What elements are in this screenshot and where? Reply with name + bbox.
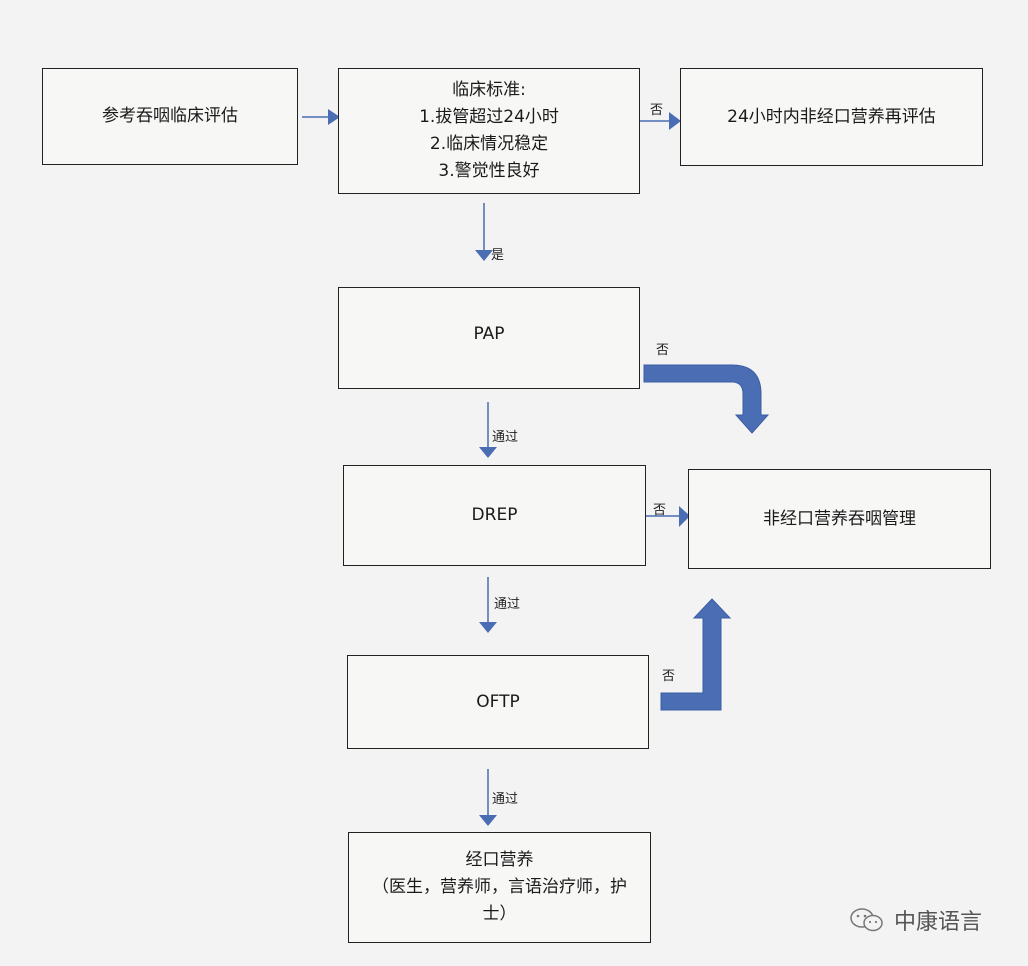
- edge-label-oftp-pass: 通过: [492, 792, 519, 807]
- node-label: 参考吞咽临床评估: [102, 106, 238, 126]
- watermark: 中康语言: [848, 904, 982, 936]
- node-non-oral: 非经口营养吞咽管理: [688, 469, 991, 569]
- arrow-pap-to-drep: [479, 402, 497, 458]
- node-oral: 经口营养 （医生，营养师，言语治疗师，护士）: [348, 832, 651, 943]
- node-label: DREP: [471, 505, 518, 525]
- arrow-criteria-to-reassess: [640, 112, 681, 130]
- arrow-pap-to-nonoral: [643, 364, 770, 434]
- edge-label-criteria-no: 否: [650, 103, 664, 118]
- oral-title: 经口营养: [465, 850, 534, 870]
- edge-label-drep-no: 否: [653, 503, 667, 518]
- node-criteria: 临床标准: 1.拔管超过24小时 2.临床情况稳定 3.警觉性良好: [338, 68, 640, 194]
- criteria-item: 2.临床情况稳定: [429, 134, 549, 154]
- node-label: 24小时内非经口营养再评估: [727, 106, 936, 127]
- oral-detail: （医生，营养师，言语治疗师，护士）: [372, 877, 627, 924]
- criteria-item: 3.警觉性良好: [438, 161, 540, 181]
- edge-label-pap-no: 否: [656, 343, 670, 358]
- arrow-oftp-to-nonoral: [660, 598, 732, 711]
- criteria-item: 1.拔管超过24小时: [419, 107, 559, 127]
- node-reassess: 24小时内非经口营养再评估: [680, 68, 983, 166]
- arrow-oftp-to-oral: [479, 769, 497, 826]
- criteria-title: 临床标准:: [452, 80, 526, 100]
- node-drep: DREP: [343, 465, 646, 566]
- arrow-drep-to-oftp: [479, 577, 497, 633]
- node-label: PAP: [473, 323, 505, 344]
- node-label: 非经口营养吞咽管理: [763, 508, 916, 529]
- arrow-criteria-to-pap: [475, 203, 493, 261]
- edge-label-pap-pass: 通过: [492, 430, 519, 445]
- arrow-assessment-to-criteria: [302, 109, 340, 125]
- arrow-drep-to-nonoral: [645, 506, 690, 527]
- node-clinical-assessment: 参考吞咽临床评估: [42, 68, 298, 165]
- edge-label-criteria-yes: 是: [491, 248, 505, 263]
- node-pap: PAP: [338, 287, 640, 389]
- node-label: OFTP: [476, 691, 520, 712]
- node-oftp: OFTP: [347, 655, 649, 749]
- wechat-icon: [850, 908, 883, 932]
- watermark-text: 中康语言: [894, 910, 983, 935]
- edge-label-oftp-no: 否: [662, 669, 676, 684]
- edge-label-drep-pass: 通过: [494, 597, 521, 612]
